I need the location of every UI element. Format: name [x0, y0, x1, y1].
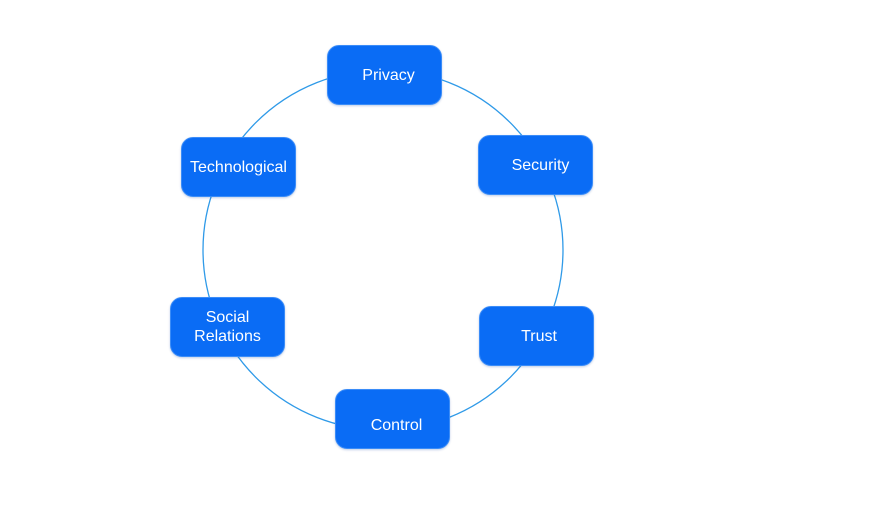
node-security-label: Security — [511, 156, 570, 174]
node-privacy[interactable]: Privacy — [327, 45, 442, 105]
cycle-ring-circle — [202, 69, 564, 431]
node-trust[interactable]: Trust — [479, 306, 594, 366]
node-control-label: Control — [370, 416, 423, 434]
node-privacy-label: Privacy — [362, 66, 415, 84]
node-social-relations[interactable]: Social Relations — [170, 297, 285, 357]
node-security[interactable]: Security — [478, 135, 593, 195]
node-social-relations-label: Social Relations — [194, 309, 261, 345]
node-control[interactable]: Control — [335, 389, 450, 449]
node-trust-label: Trust — [521, 327, 557, 345]
node-technological-label: Technological — [190, 158, 287, 176]
node-technological[interactable]: Technological — [181, 137, 296, 197]
